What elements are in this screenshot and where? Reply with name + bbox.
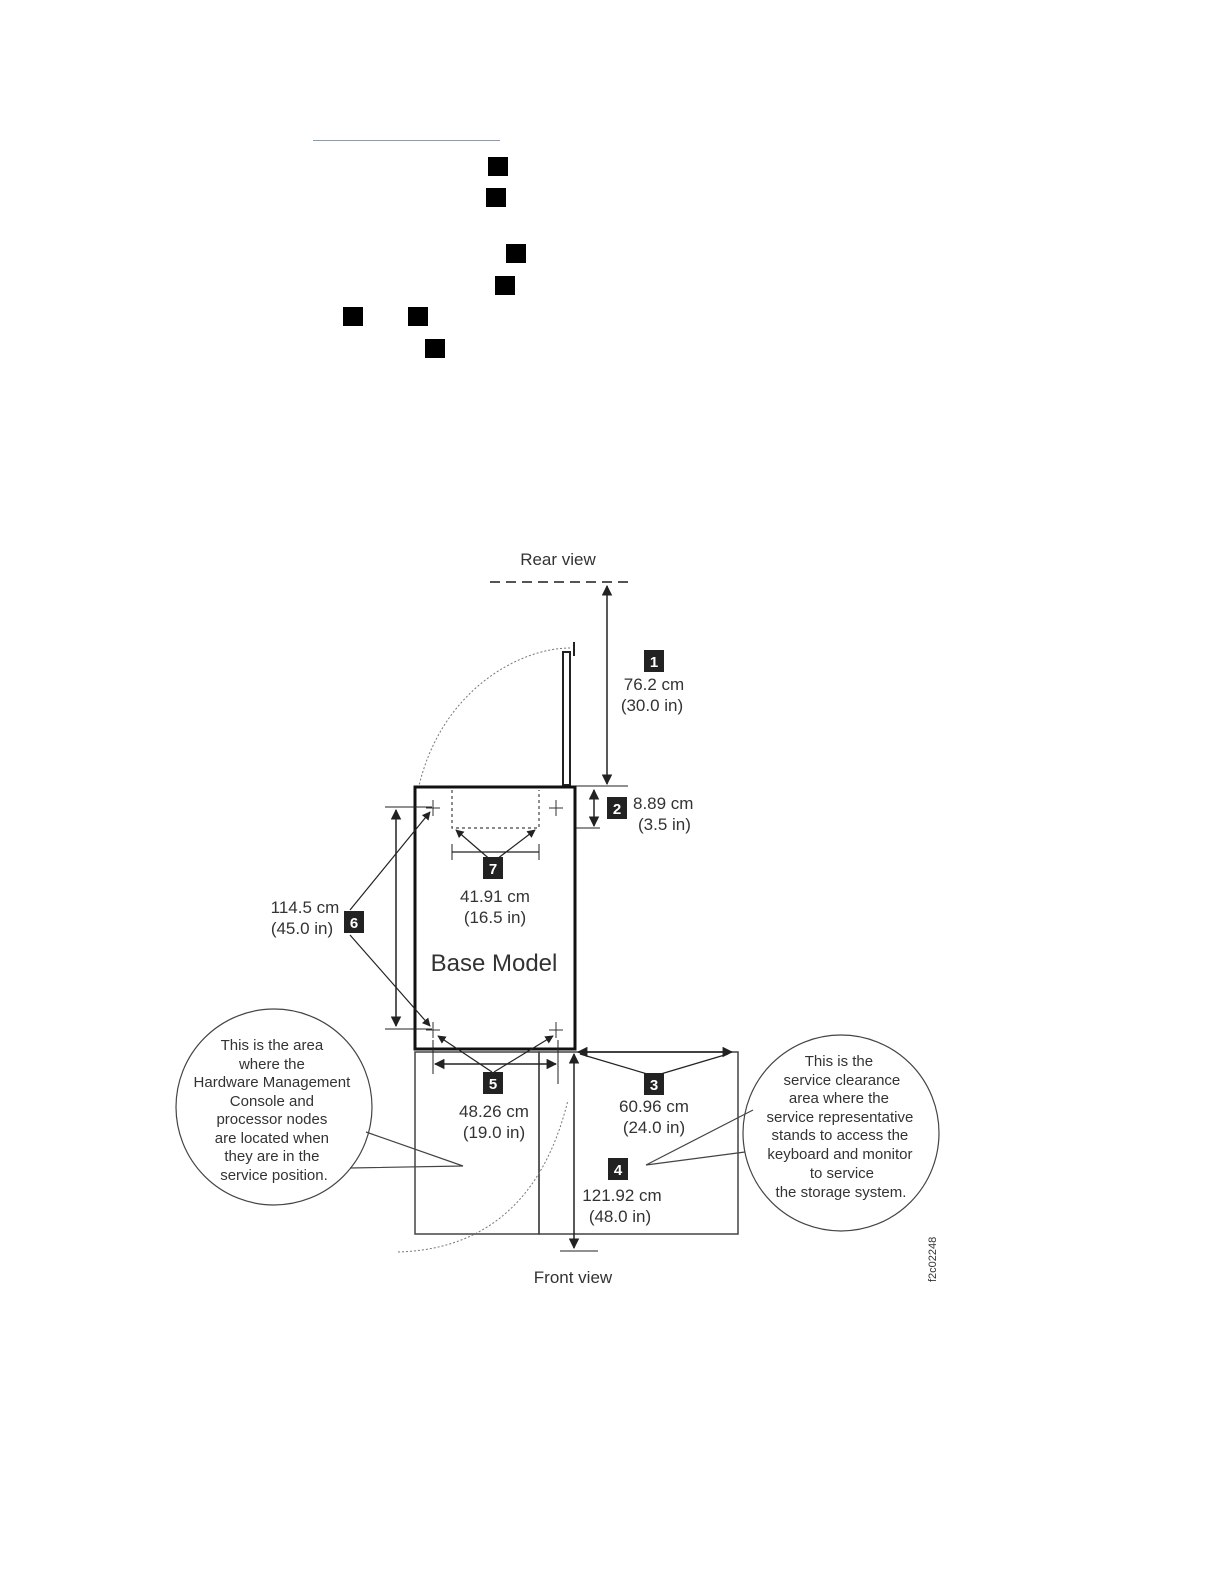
svg-text:5: 5 bbox=[489, 1076, 497, 1093]
dimension-7-imperial: (16.5 in) bbox=[464, 908, 526, 927]
inner-dotted-box bbox=[451, 790, 540, 829]
callout-badge-5: 5 bbox=[483, 1072, 503, 1094]
dimension-3-metric: 60.96 cm bbox=[619, 1097, 689, 1116]
callout-marker-7 bbox=[425, 339, 445, 358]
callout-badge-4: 4 bbox=[608, 1158, 628, 1180]
svg-text:6: 6 bbox=[350, 915, 358, 932]
svg-text:3: 3 bbox=[650, 1077, 658, 1094]
svg-text:4: 4 bbox=[614, 1162, 623, 1179]
callout-marker-3 bbox=[506, 244, 526, 263]
right-note-bubble bbox=[742, 1034, 940, 1232]
callout-badge-3: 3 bbox=[644, 1073, 664, 1095]
base-model-label: Base Model bbox=[431, 950, 558, 977]
left-note-text: This is the area where the Hardware Mana… bbox=[194, 1037, 355, 1184]
dimension-6-metric: 114.5 cm bbox=[271, 898, 340, 917]
callout-marker-1 bbox=[488, 157, 508, 176]
base-model-frame bbox=[413, 785, 577, 1051]
dimension-3-imperial: (24.0 in) bbox=[623, 1118, 685, 1137]
callout-badge-1: 1 bbox=[644, 650, 664, 672]
hmc-service-area bbox=[414, 1051, 540, 1235]
dimension-1-imperial: (30.0 in) bbox=[621, 696, 683, 715]
callout-marker-6 bbox=[408, 307, 428, 326]
front-door-swing-arc bbox=[397, 1099, 569, 1253]
dimension-5-imperial: (19.0 in) bbox=[463, 1123, 525, 1142]
right-note-text: This is the service clearance area where… bbox=[767, 1053, 918, 1201]
callout-marker-2 bbox=[486, 188, 506, 207]
door-swing-arc bbox=[417, 647, 571, 791]
rear-door bbox=[562, 651, 571, 786]
dimension-2-metric: 8.89 cm bbox=[633, 794, 693, 813]
svg-text:1: 1 bbox=[650, 654, 658, 671]
figure-id: f2c02248 bbox=[927, 1237, 939, 1282]
callout-badge-2: 2 bbox=[607, 797, 627, 819]
link-underline bbox=[313, 140, 500, 141]
callout-badge-7: 7 bbox=[483, 857, 503, 879]
dimension-5-metric: 48.26 cm bbox=[459, 1102, 529, 1121]
leveler-marks bbox=[426, 800, 563, 1038]
dimension-7-metric: 41.91 cm bbox=[460, 887, 530, 906]
callout-badge-6: 6 bbox=[344, 911, 364, 933]
left-note-bubble bbox=[175, 1008, 373, 1206]
callout-marker-4 bbox=[495, 276, 515, 295]
callout-marker-5 bbox=[343, 307, 363, 326]
dimension-2-imperial: (3.5 in) bbox=[638, 815, 691, 834]
dimension-6-imperial: (45.0 in) bbox=[271, 919, 333, 938]
dimension-4-imperial: (48.0 in) bbox=[589, 1207, 651, 1226]
dimension-4-metric: 121.92 cm bbox=[582, 1186, 661, 1205]
front-view-label: Front view bbox=[534, 1268, 613, 1287]
svg-text:2: 2 bbox=[613, 801, 621, 818]
svg-text:7: 7 bbox=[489, 861, 497, 878]
rear-view-label: Rear view bbox=[520, 550, 596, 569]
dimension-1-metric: 76.2 cm bbox=[624, 675, 684, 694]
